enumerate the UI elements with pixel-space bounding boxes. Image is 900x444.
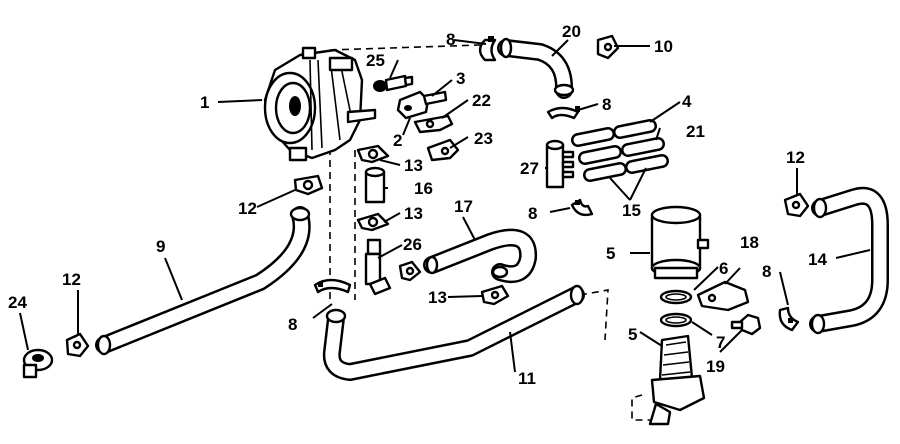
clamp-12-middle (293, 174, 324, 196)
clip-10 (596, 34, 620, 60)
hose-segments-4-21-15 (571, 119, 669, 182)
clamp-12-right (783, 192, 810, 218)
clamp-8-middle (570, 198, 594, 217)
callout-10: 10 (654, 37, 673, 56)
callout-9: 9 (156, 237, 165, 256)
o-ring-6 (659, 289, 693, 305)
fitting-25 (373, 74, 414, 92)
callout-8-upper-right: 8 (602, 95, 611, 114)
hose-17 (423, 228, 538, 284)
callout-4: 4 (682, 92, 692, 111)
callout-7: 7 (716, 333, 725, 352)
hose-20 (497, 37, 575, 99)
clamp-12-left (65, 332, 90, 358)
fitting-26 (364, 238, 392, 296)
callout-21: 21 (686, 122, 705, 141)
fitting-3 (396, 90, 448, 120)
callout-8-middle: 8 (528, 204, 537, 223)
callout-3: 3 (456, 69, 465, 88)
sleeve-16 (364, 166, 386, 204)
hose-9 (95, 206, 311, 356)
callout-11: 11 (518, 369, 536, 388)
callout-19: 19 (706, 357, 725, 376)
callout-26: 26 (403, 235, 422, 254)
clip-23 (426, 138, 460, 162)
callout-13-bottom: 13 (428, 288, 447, 307)
callout-5-top: 5 (606, 244, 615, 263)
clamp-8-top (478, 36, 497, 62)
fuel-pump-1 (263, 46, 377, 162)
callout-12-left: 12 (62, 270, 81, 289)
filter-5-bottom (648, 334, 706, 426)
clamp-8-right (778, 306, 800, 332)
callout-8-top: 8 (446, 30, 455, 49)
hose-11 (322, 284, 585, 381)
callout-27: 27 (520, 159, 539, 178)
bolt-19 (730, 313, 762, 336)
callout-2: 2 (393, 131, 402, 150)
leader-lines (19, 39, 871, 373)
filter-5-top (650, 205, 710, 280)
callout-18: 18 (740, 233, 759, 252)
manifold-27 (545, 139, 575, 189)
callout-25: 25 (366, 51, 385, 70)
callout-20: 20 (562, 22, 581, 41)
callout-13-middle: 13 (404, 204, 423, 223)
callout-8-right: 8 (762, 262, 771, 281)
hose-14 (809, 186, 889, 335)
clamp-13-bottom (480, 284, 510, 306)
callout-24: 24 (8, 293, 27, 312)
callout-22: 22 (472, 91, 491, 110)
callout-1: 1 (200, 93, 209, 112)
callout-23: 23 (474, 129, 493, 148)
callout-15: 15 (622, 201, 641, 220)
bracket-18 (696, 280, 750, 312)
callout-17: 17 (454, 197, 473, 216)
callout-12-middle: 12 (238, 199, 257, 218)
callout-14: 14 (808, 250, 827, 269)
callout-6: 6 (719, 259, 728, 278)
callout-13-top: 13 (404, 156, 423, 175)
callout-8-bottom-left: 8 (288, 315, 297, 334)
clamp-13-low (398, 260, 422, 282)
clamp-13-middle (356, 212, 390, 232)
clamp-13-top (356, 144, 390, 164)
callout-16: 16 (414, 179, 433, 198)
o-ring-7 (659, 312, 693, 328)
callout-5-bottom: 5 (628, 325, 637, 344)
bracket-22 (413, 114, 454, 134)
clamp-8-upper-right (546, 106, 580, 120)
clamp-8-bottom-left (313, 278, 352, 294)
callout-labels: 1 2 3 4 5 5 6 7 8 8 8 8 8 9 10 11 12 12 … (8, 22, 827, 388)
callout-12-right: 12 (786, 148, 805, 167)
fitting-24 (22, 348, 54, 379)
